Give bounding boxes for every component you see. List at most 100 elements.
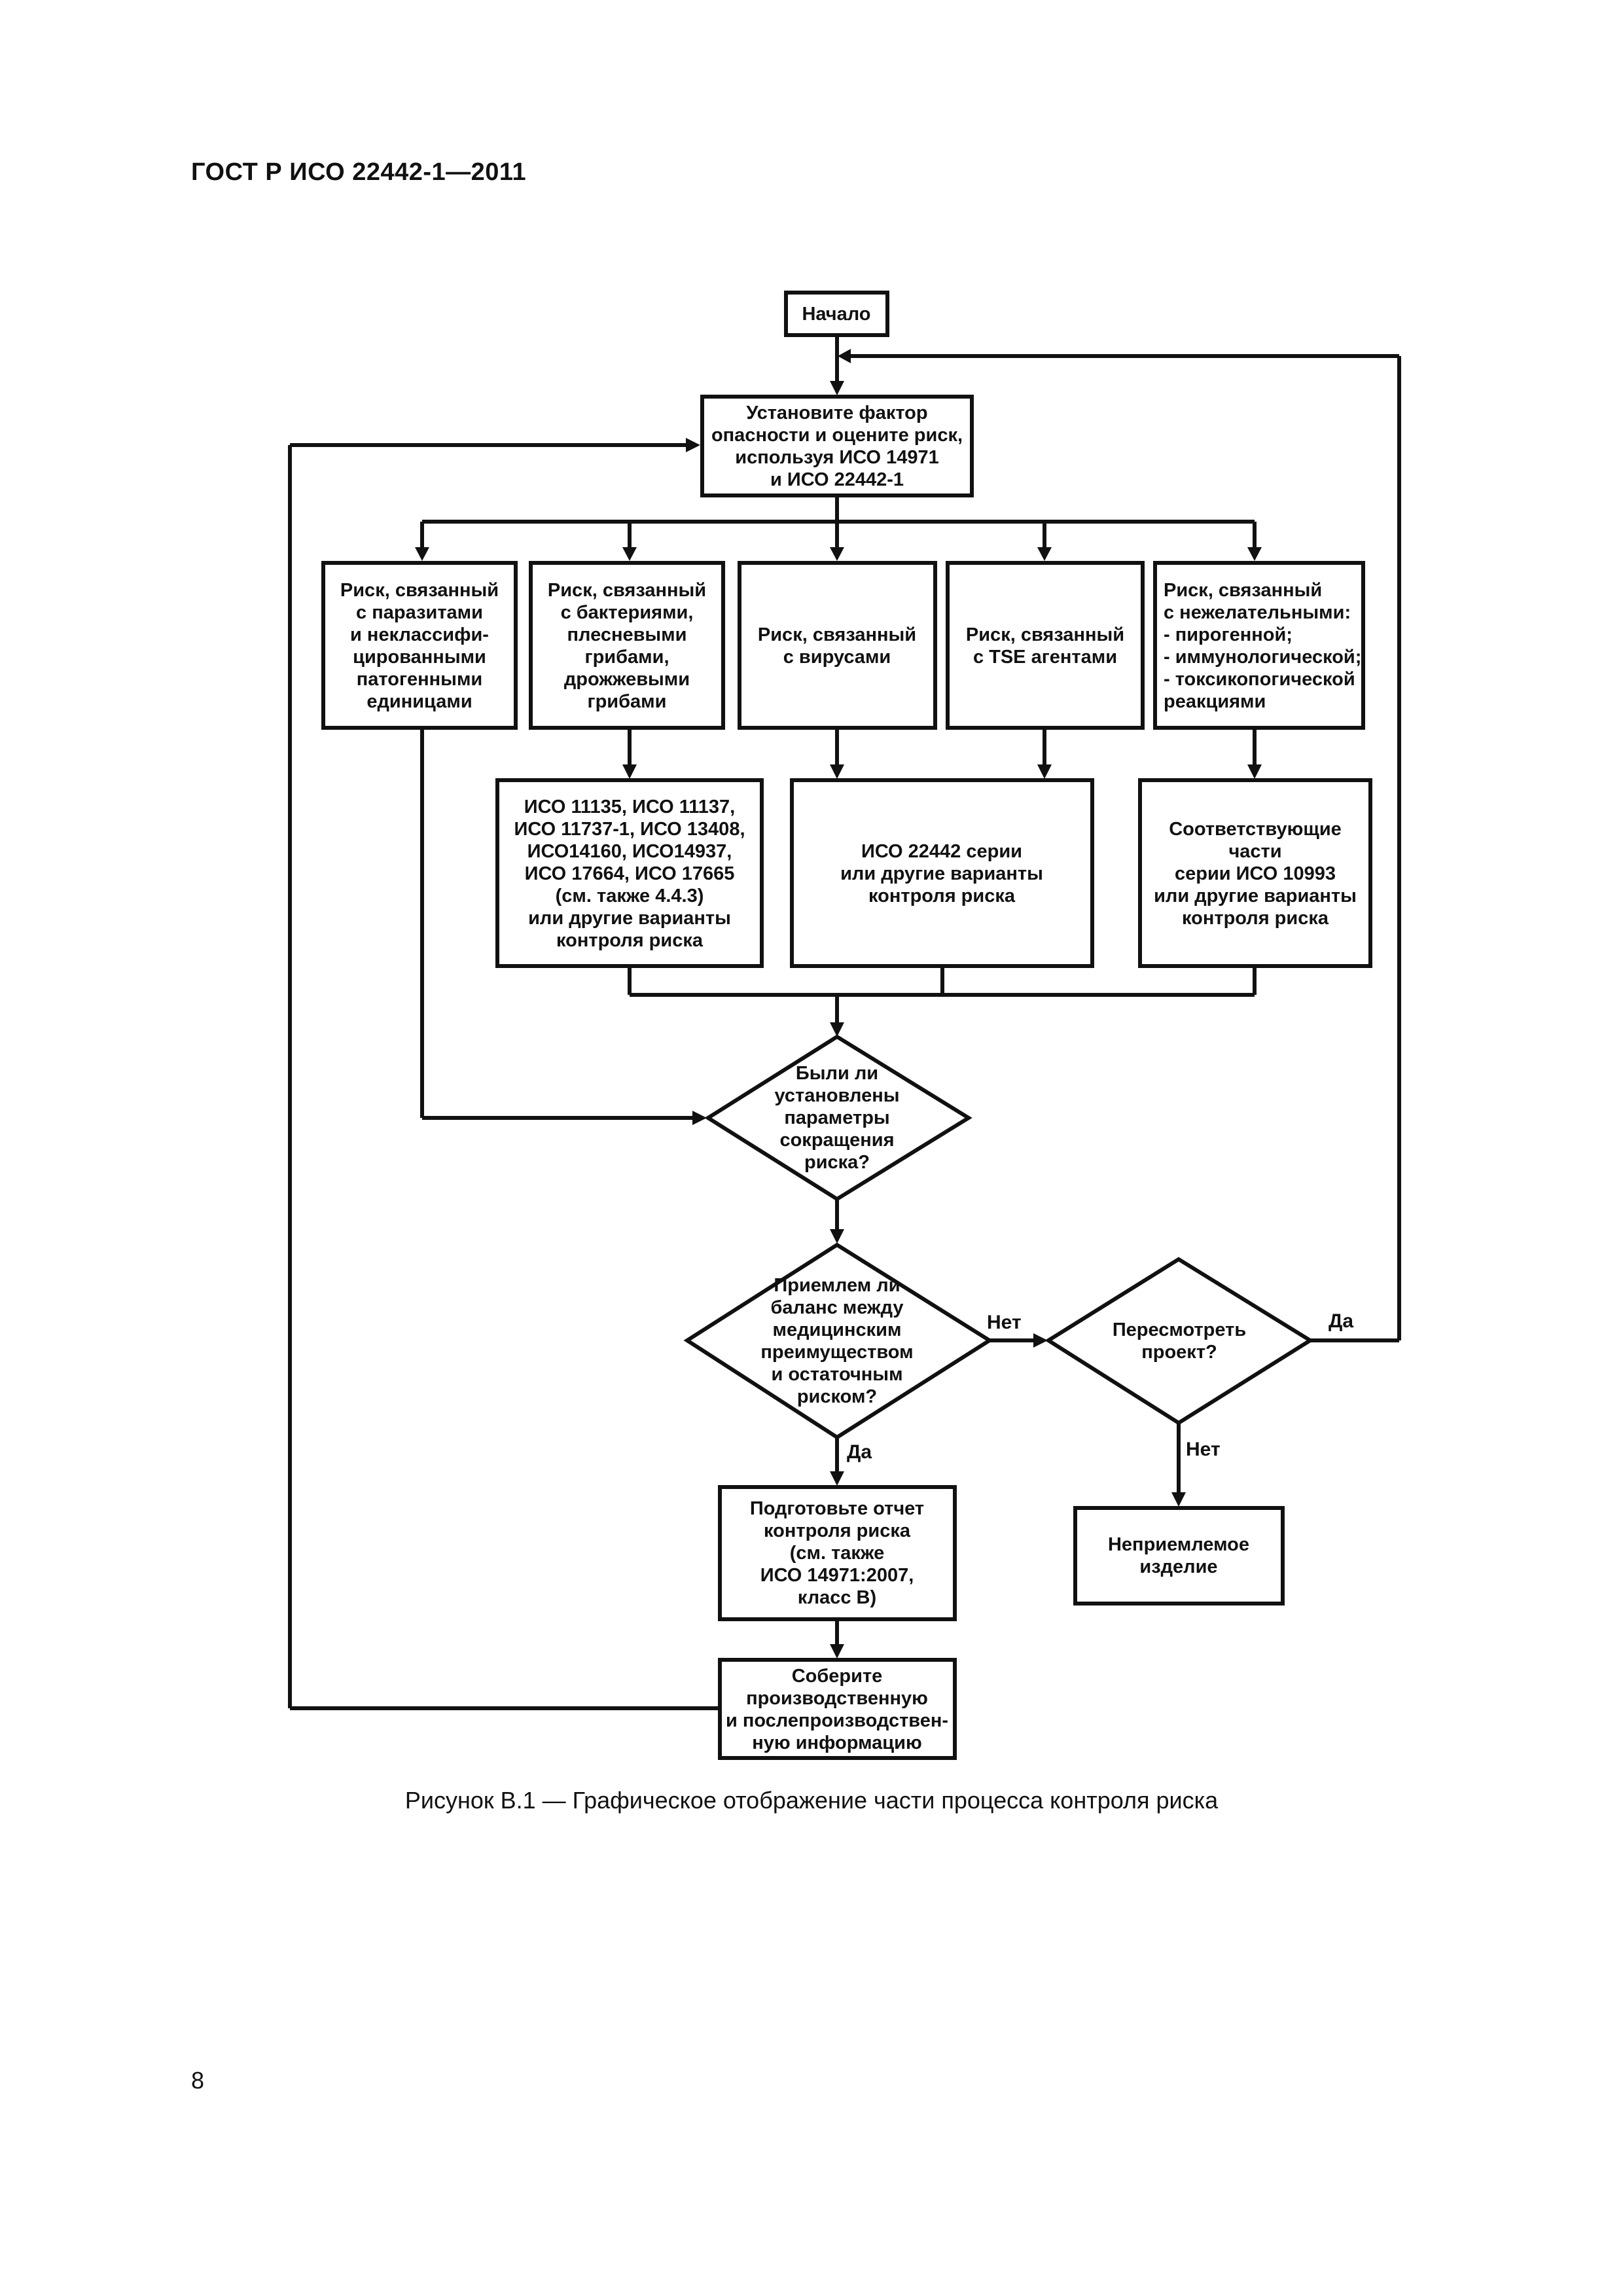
node-text-line: класс В) [798, 1587, 876, 1608]
node-text-line: дрожжевыми [564, 669, 690, 690]
label-redesign-yes: Да [1329, 1310, 1353, 1332]
node-text-line: ИСО 17664, ИСО 17665 [525, 863, 735, 884]
node-text-line: медицинским [773, 1319, 902, 1340]
arrow-head [1247, 547, 1262, 561]
node-text-line: патогенными [357, 669, 482, 690]
node-text-line: Установите фактор [746, 403, 927, 423]
page-number: 8 [191, 2067, 205, 2094]
node-text-line: и неклассифи- [350, 624, 489, 645]
node-text-line: Пересмотреть [1113, 1319, 1246, 1340]
arrow-head [1033, 1333, 1048, 1348]
node-text-line: контроля риска [868, 886, 1016, 906]
node-text-line: части [1228, 841, 1281, 862]
document-header: ГОСТ Р ИСО 22442-1—2011 [191, 158, 527, 186]
node-text-line: с бактериями, [561, 602, 694, 623]
node-text-line: и ИСО 22442-1 [770, 469, 904, 490]
node-text-line: (см. также [790, 1543, 885, 1564]
node-text-line: Начало [802, 304, 870, 325]
node-text-line: (см. также 4.4.3) [556, 886, 704, 906]
node-text-line: преимуществом [760, 1342, 913, 1363]
node-text-line: или другие варианты [840, 863, 1043, 884]
iso-standards-node-text: ИСО 11135, ИСО 11137,ИСО 11737-1, ИСО 13… [514, 797, 745, 951]
node-text-line: плесневыми [567, 624, 687, 645]
node-text-line: Риск, связанный [758, 624, 916, 645]
arrow-head [830, 1229, 844, 1244]
arrow-head [830, 381, 844, 395]
node-text-line: используя ИСО 14971 [735, 447, 938, 468]
start-node-text: Начало [802, 304, 870, 325]
figure-caption: Рисунок В.1 — Графическое отображение ча… [404, 1787, 1219, 1814]
node-text-line: и послепроизводствен- [726, 1710, 948, 1731]
node-text-line: грибами, [585, 647, 669, 668]
label-balance-no: Нет [987, 1312, 1022, 1333]
node-text-line: ИСО 11737-1, ИСО 13408, [514, 819, 745, 840]
node-text-line: Риск, связанный [340, 580, 499, 601]
arrow-head [830, 764, 844, 779]
arrow-head [622, 764, 637, 779]
node-text-line: Подготовьте отчет [750, 1498, 924, 1519]
node-text-line: производственную [746, 1688, 928, 1709]
node-text-line: параметры [784, 1107, 889, 1128]
arrow-head [622, 547, 637, 561]
node-text-line: с вирусами [783, 647, 891, 668]
node-text-line: проект? [1141, 1342, 1217, 1363]
node-text-line: Соответствующие [1169, 819, 1342, 840]
node-text-line: риска? [804, 1152, 870, 1173]
arrow-head [1037, 764, 1052, 779]
node-text-line: - иммунологической; [1164, 647, 1361, 668]
arrow-head [830, 1644, 844, 1659]
arrow-head [692, 1111, 707, 1125]
start-node: Начало [784, 291, 889, 337]
node-text-line: изделие [1139, 1556, 1217, 1577]
arrow-head [1247, 764, 1262, 779]
node-text-line: контроля риска [764, 1520, 911, 1541]
node-text-line: серии ИСО 10993 [1175, 863, 1336, 884]
node-text-line: грибами [588, 691, 667, 712]
node-text-line: Риск, связанный [966, 624, 1124, 645]
iso-standards-node: ИСО 11135, ИСО 11137,ИСО 11737-1, ИСО 13… [495, 778, 764, 968]
node-text-line: ИСО 22442 серии [861, 841, 1022, 862]
node-text-line: Приемлем ли [774, 1275, 900, 1296]
node-text-line: Неприемлемое [1108, 1534, 1249, 1555]
node-text-line: - токсикопогической [1164, 669, 1355, 690]
node-text-line: Риск, связанный [548, 580, 706, 601]
arrow-head [1171, 1492, 1186, 1507]
node-text-line: и остаточным [771, 1364, 902, 1385]
node-text-line: с нежелательными: [1164, 602, 1351, 623]
label-redesign-no: Нет [1186, 1439, 1221, 1460]
arrow-head [415, 547, 429, 561]
node-text-line: с TSE агентами [973, 647, 1117, 668]
node-text-line: Риск, связанный [1164, 580, 1322, 601]
node-text-line: установлены [775, 1085, 900, 1106]
arrow-head [830, 547, 844, 561]
node-text-line: ИСО14160, ИСО14937, [527, 841, 732, 862]
node-text-line: контроля риска [1182, 908, 1329, 929]
node-text-line: контроля риска [556, 930, 704, 951]
arrow-head [686, 438, 700, 452]
label-balance-yes: Да [847, 1441, 872, 1463]
node-text-line: ИСО 14971:2007, [760, 1565, 914, 1586]
arrow-head [838, 349, 851, 363]
